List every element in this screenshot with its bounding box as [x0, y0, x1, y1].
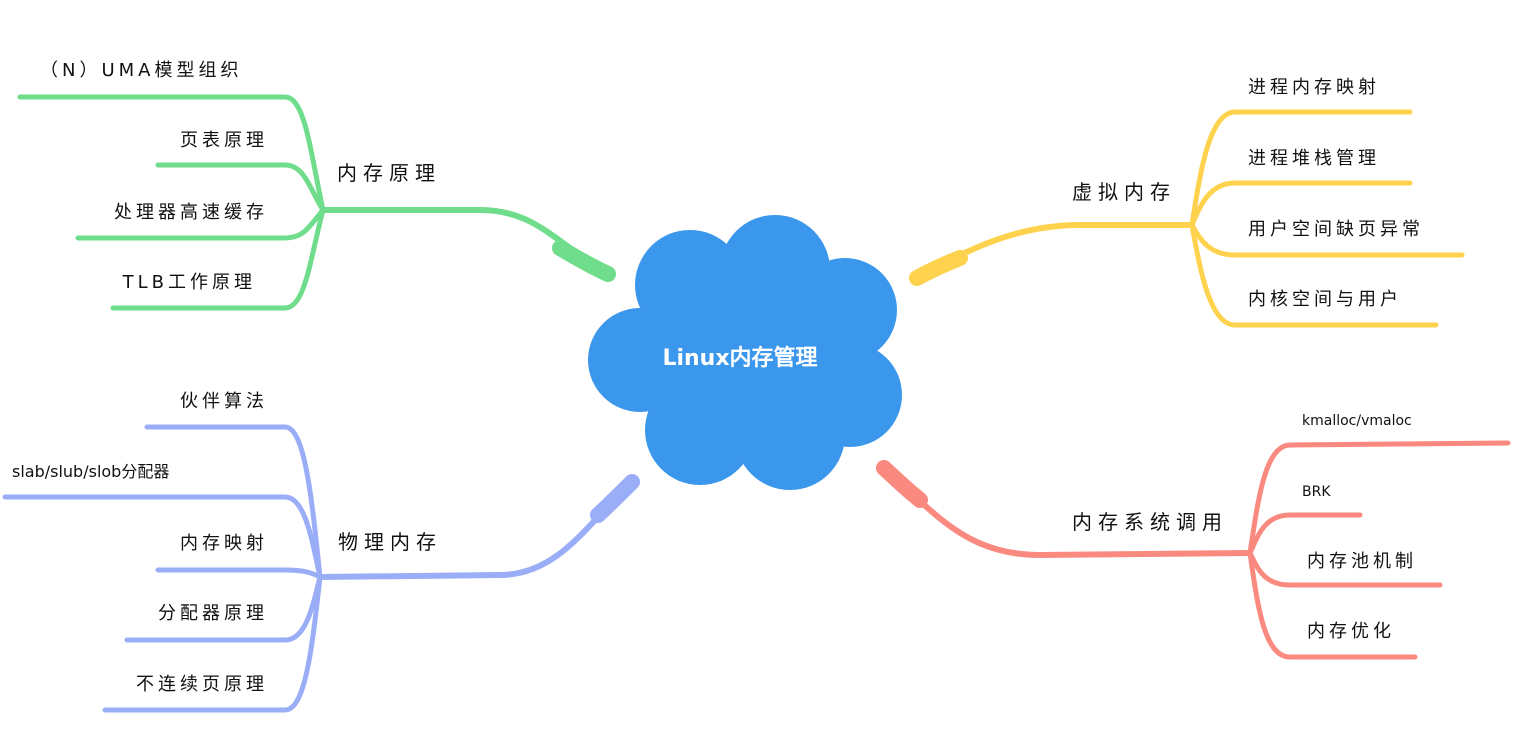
subtopic[interactable]: 分配器原理 — [158, 603, 268, 624]
branch-syscall — [876, 440, 1511, 660]
branch-physical — [2, 424, 640, 713]
child-line — [155, 567, 323, 580]
child-line — [1189, 109, 1413, 228]
subtopic[interactable]: 不连续页原理 — [136, 674, 268, 695]
subtopic[interactable]: 内存优化 — [1307, 621, 1395, 642]
child-line — [144, 424, 323, 580]
child-line — [1189, 180, 1413, 228]
subtopic[interactable]: kmalloc/vmaloc — [1302, 413, 1412, 429]
child-line — [2, 494, 323, 580]
subtopic[interactable]: 内核空间与用户 — [1248, 289, 1402, 310]
subtopic[interactable]: BRK — [1302, 484, 1331, 500]
subtopic[interactable]: 内存池机制 — [1307, 551, 1417, 572]
topic-physical[interactable]: 物理内存 — [338, 530, 442, 554]
main-connector-principle-end — [552, 240, 616, 282]
main-connector-syscall-end — [876, 460, 928, 508]
child-line — [1189, 222, 1439, 328]
subtopic[interactable]: 处理器高速缓存 — [114, 202, 268, 223]
child-line — [1247, 440, 1511, 556]
subtopic[interactable]: 页表原理 — [180, 130, 268, 151]
subtopic[interactable]: TLB工作原理 — [122, 272, 256, 293]
branch-virtual — [909, 109, 1465, 328]
subtopic[interactable]: slab/slub/slob分配器 — [12, 462, 169, 481]
subtopic[interactable]: 进程内存映射 — [1248, 77, 1380, 98]
child-line — [1247, 550, 1418, 660]
topic-syscall[interactable]: 内存系统调用 — [1072, 510, 1228, 534]
child-line — [17, 94, 326, 213]
subtopic[interactable]: 内存映射 — [180, 533, 268, 554]
child-line — [155, 162, 326, 213]
subtopic[interactable]: （N）UMA模型组织 — [40, 60, 242, 81]
center-cloud[interactable] — [588, 215, 902, 490]
main-connector-virtual-end — [909, 250, 968, 286]
child-line — [75, 207, 326, 241]
topic-virtual[interactable]: 虚拟内存 — [1072, 180, 1176, 204]
main-connector-principle — [320, 207, 613, 275]
subtopic[interactable]: 用户空间缺页异常 — [1248, 219, 1424, 240]
main-connector-physical-end — [590, 474, 640, 523]
child-line — [1247, 512, 1363, 556]
branch-principle — [17, 94, 616, 311]
center-topic[interactable]: Linux内存管理 — [662, 345, 817, 371]
subtopic[interactable]: 伙伴算法 — [180, 391, 268, 412]
topic-principle[interactable]: 内存原理 — [337, 161, 441, 185]
child-line — [102, 574, 323, 713]
subtopic[interactable]: 进程堆栈管理 — [1248, 148, 1380, 169]
child-line — [110, 207, 326, 311]
